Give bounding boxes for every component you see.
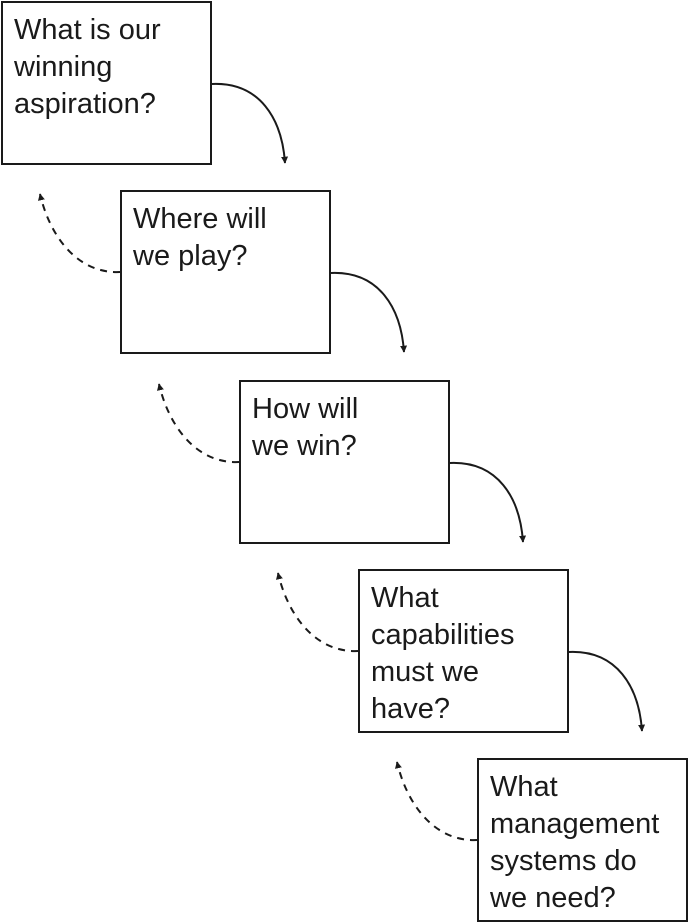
step-4-line-4: have? (371, 693, 451, 725)
step-4-line-3: must we (371, 656, 479, 688)
backward-arrow-3 (276, 572, 359, 653)
step-1-line-1: What is our (14, 14, 161, 46)
step-2-line-1: Where will (133, 203, 267, 235)
step-5-line-1: What (490, 771, 558, 803)
step-box-3: How will we win? (239, 380, 450, 544)
step-box-2: Where will we play? (120, 190, 331, 354)
step-2-line-2: we play? (133, 240, 248, 272)
step-5-line-3: systems do (490, 845, 637, 877)
forward-arrow-2 (330, 271, 408, 353)
backward-arrow-4 (395, 761, 478, 842)
step-3-line-1: How will (252, 393, 359, 425)
backward-arrow-2 (157, 383, 240, 464)
step-4-line-1: What (371, 582, 439, 614)
step-3-line-2: we win? (252, 430, 357, 462)
step-1-line-3: aspiration? (14, 88, 156, 120)
step-1-line-2: winning (14, 51, 113, 83)
step-4-line-2: capabilities (371, 619, 515, 651)
forward-arrow-1 (211, 82, 289, 164)
step-4-text: What capabilities must we have? (371, 580, 561, 728)
step-box-4: What capabilities must we have? (358, 569, 569, 733)
forward-arrow-3 (449, 461, 527, 543)
step-5-line-2: management (490, 808, 660, 840)
step-5-line-4: we need? (490, 882, 616, 914)
step-3-text: How will we win? (252, 391, 442, 465)
step-box-5: What management systems do we need? (477, 758, 688, 922)
step-5-text: What management systems do we need? (490, 769, 680, 917)
backward-arrow-1 (38, 193, 121, 274)
step-1-text: What is our winning aspiration? (14, 12, 204, 123)
step-box-1: What is our winning aspiration? (1, 1, 212, 165)
forward-arrow-4 (568, 650, 646, 732)
step-2-text: Where will we play? (133, 201, 323, 275)
